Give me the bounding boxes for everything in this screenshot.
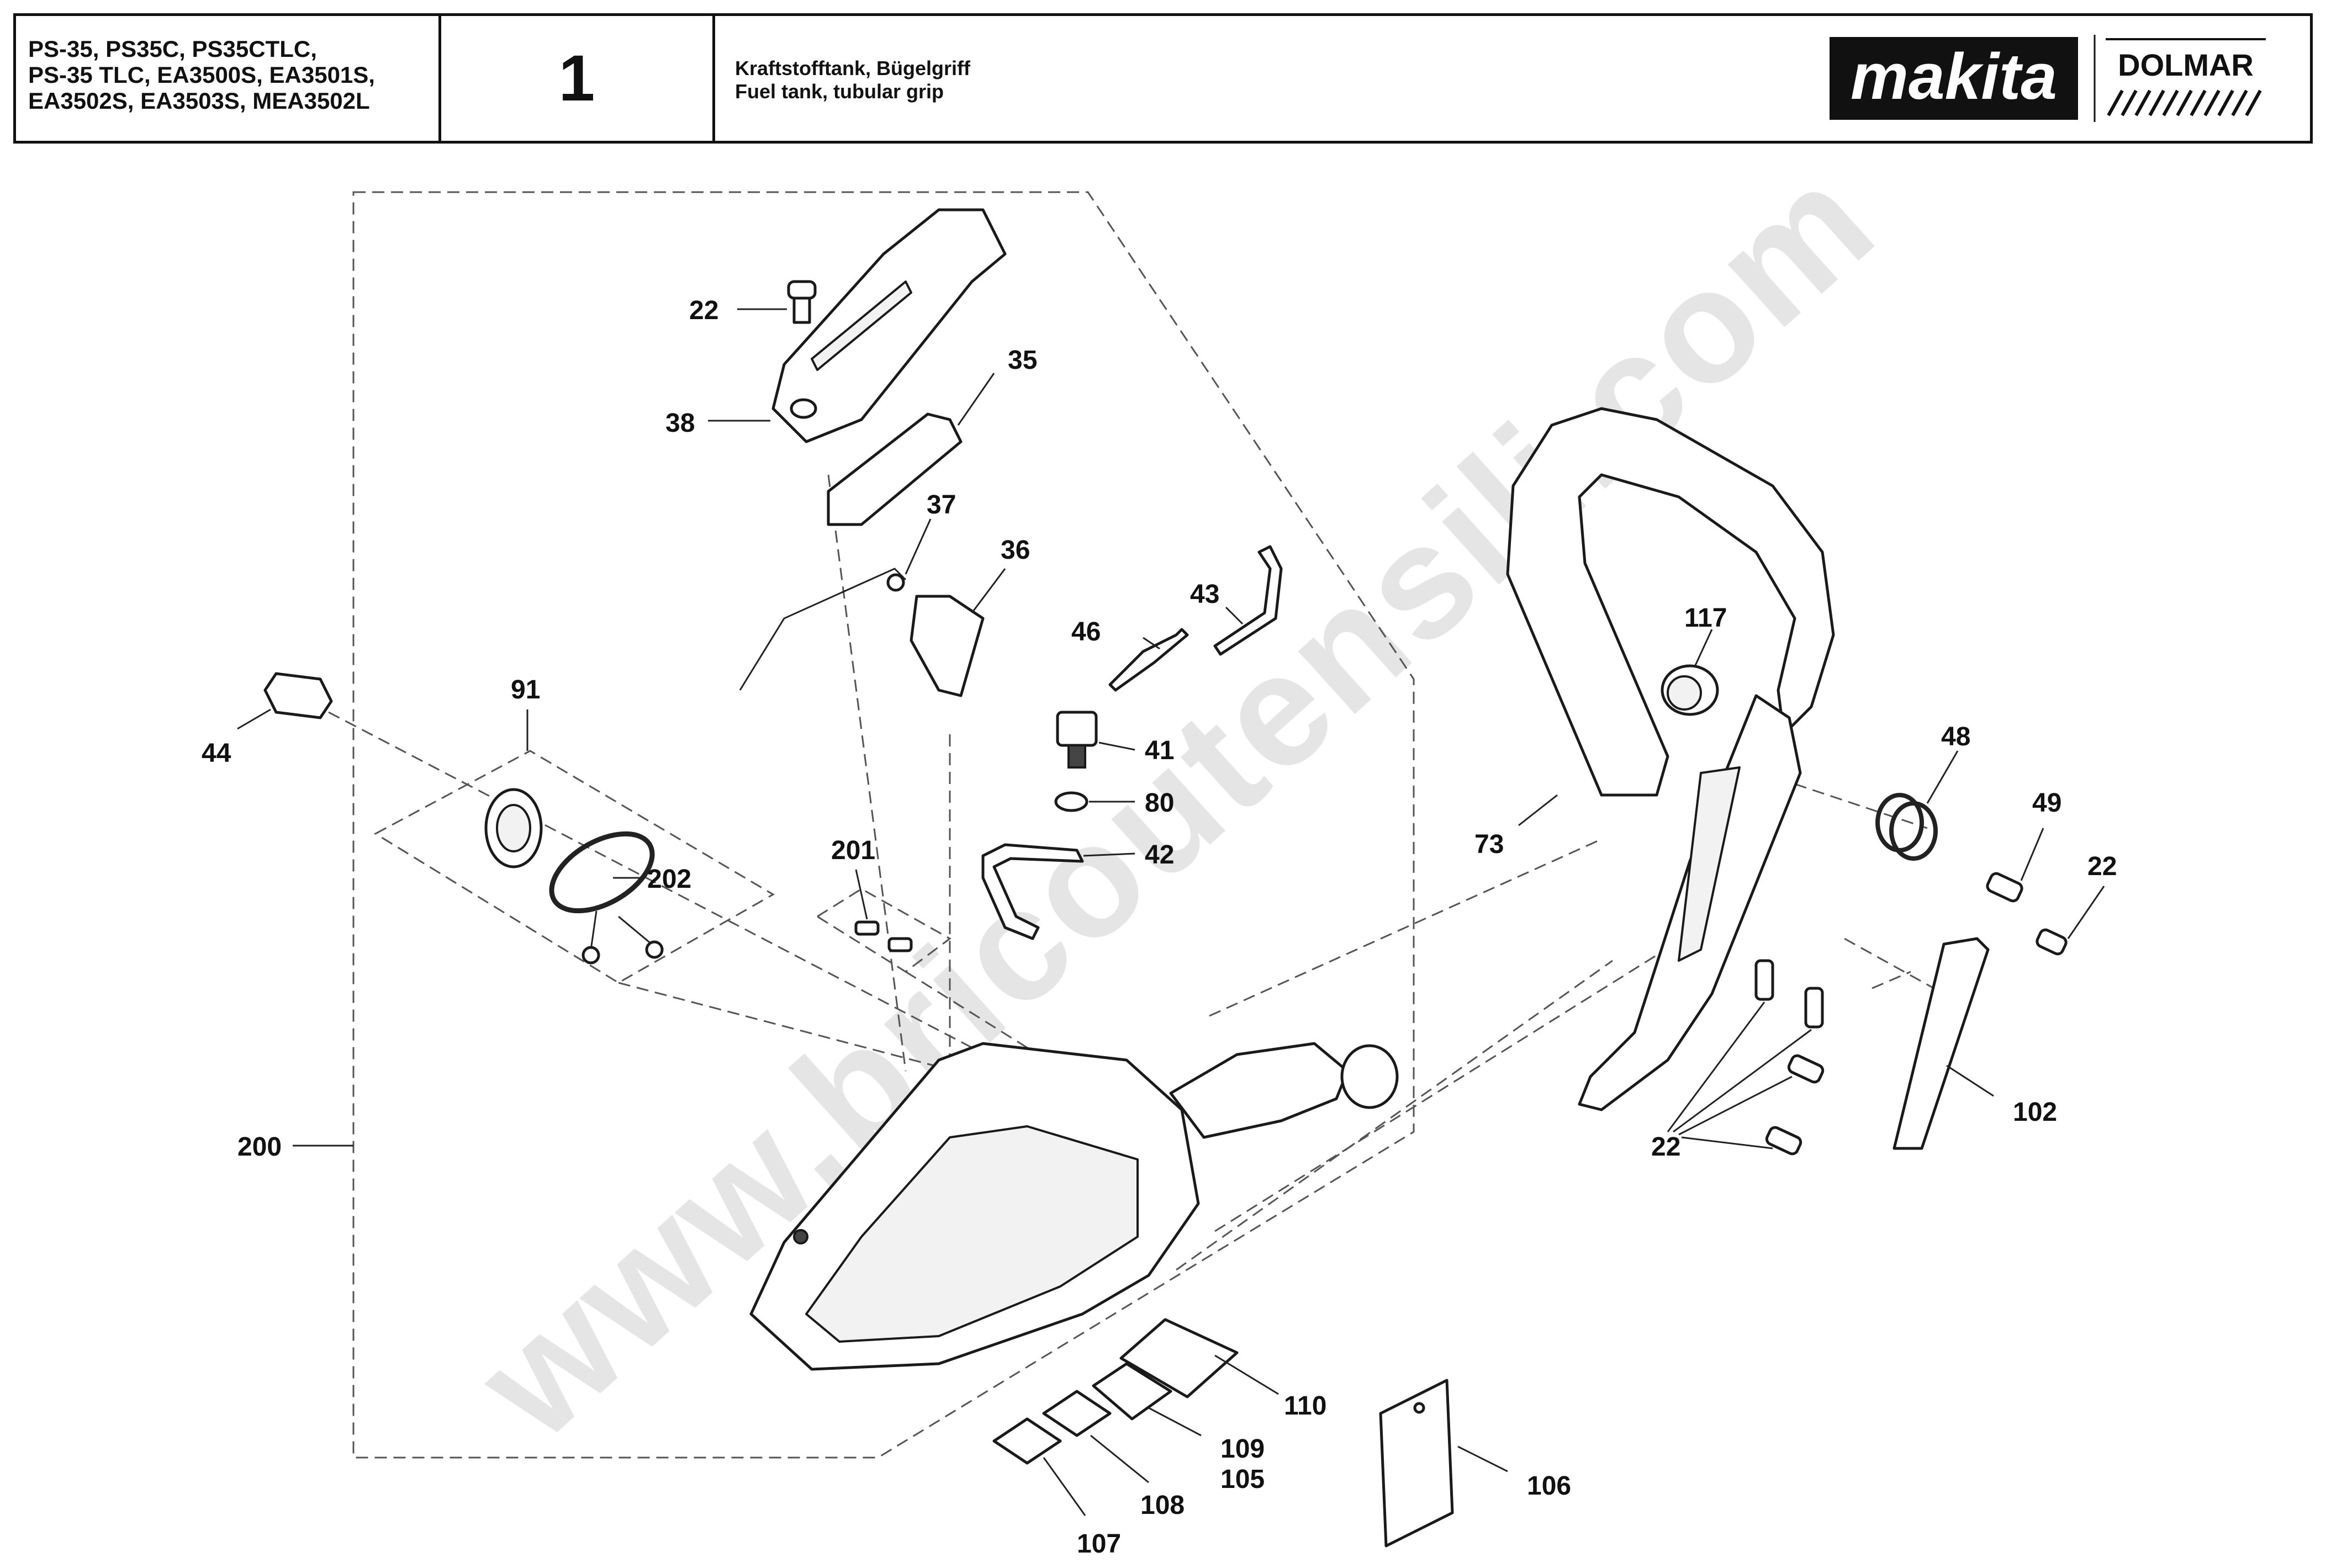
alignment-line — [1209, 838, 1602, 1017]
callout-38: 38 — [665, 409, 695, 438]
model-line: EA3502S, EA3503S, MEA3502L — [28, 88, 370, 114]
model-list: PS-35, PS35C, PS35CTLC, PS-35 TLC, EA350… — [16, 16, 441, 141]
part-102-strip — [1892, 937, 1990, 1150]
model-line: PS-35, PS35C, PS35CTLC, — [28, 36, 317, 62]
callout-49: 49 — [2032, 788, 2061, 818]
assembly-91-outline — [373, 750, 775, 984]
part-110-label — [1119, 1318, 1239, 1399]
callout-37: 37 — [927, 490, 956, 520]
part-91-fuel-cap — [484, 788, 543, 868]
alignment-line — [328, 711, 1039, 1083]
assembly-200-outline — [352, 191, 1415, 1459]
alignment-line — [1872, 971, 1911, 989]
brand-logos: makita DOLMAR — [1830, 35, 2266, 122]
leader-lines — [237, 308, 2105, 1516]
callout-202: 202 — [647, 865, 691, 894]
part-80-o-ring — [1054, 791, 1088, 812]
alignment-line — [1844, 937, 1944, 995]
callout-105: 105 — [1220, 1465, 1265, 1494]
part-42-fuel-hose — [981, 843, 1084, 940]
section-titles: Kraftstofftank, Bügelgriff Fuel tank, tu… — [715, 16, 2310, 141]
part-48-spring — [1875, 793, 1938, 861]
part-49-screw — [1986, 872, 2023, 903]
part-73-tubular-handle — [1506, 407, 1835, 1111]
part-201-screws — [854, 920, 913, 952]
part-22-screws-right — [1754, 928, 2068, 1156]
callout-labels: 22 38 35 37 36 46 43 41 80 42 44 91 202 … — [202, 296, 2117, 1559]
callout-35: 35 — [1008, 346, 1037, 375]
callout-36: 36 — [1001, 536, 1030, 565]
callout-80: 80 — [1145, 788, 1174, 818]
part-38-grip-cover — [771, 208, 1007, 443]
callout-110: 110 — [1284, 1391, 1326, 1421]
callout-22: 22 — [1651, 1132, 1680, 1162]
part-43-hose — [1213, 545, 1283, 656]
part-108-label — [1042, 1390, 1112, 1437]
assembly-201-outline — [816, 888, 951, 973]
part-200-fuel-tank — [749, 1042, 1399, 1371]
page-number: 1 — [441, 16, 715, 141]
alignment-line — [1176, 960, 1613, 1271]
dolmar-logo: DOLMAR — [2106, 38, 2266, 116]
title-english: Fuel tank, tubular grip — [735, 80, 944, 103]
header-bar: PS-35, PS35C, PS35CTLC, PS-35 TLC, EA350… — [13, 13, 2313, 144]
callout-44: 44 — [202, 739, 231, 768]
callout-117: 117 — [1684, 603, 1727, 633]
part-106-tag — [1379, 1379, 1454, 1548]
dolmar-logo-text: DOLMAR — [2118, 47, 2254, 82]
part-202-seal-strainer — [549, 831, 664, 965]
part-109-label — [1092, 1362, 1172, 1421]
part-44-cap — [263, 672, 333, 719]
part-117-bushing — [1661, 664, 1719, 716]
callout-43: 43 — [1190, 580, 1219, 609]
callout-102: 102 — [2013, 1098, 2057, 1127]
alignment-line — [1214, 926, 1701, 1232]
watermark-text: www.bricoutensili.com — [442, 130, 1907, 1474]
callout-201: 201 — [831, 836, 875, 865]
part-35-grip-strip — [827, 412, 963, 526]
makita-logo: makita — [1830, 37, 2078, 120]
part-36-latch — [910, 595, 985, 697]
alignment-line — [1794, 783, 1928, 829]
part-41-valve — [1056, 711, 1098, 769]
alignment-line — [827, 474, 907, 1072]
callout-108: 108 — [1140, 1491, 1185, 1520]
part-37-spring-loop — [886, 573, 905, 592]
callout-42: 42 — [1145, 840, 1174, 870]
callout-109: 109 — [1220, 1434, 1265, 1464]
model-line: PS-35 TLC, EA3500S, EA3501S, — [28, 62, 375, 88]
part-46-hose — [1108, 628, 1189, 692]
callout-73: 73 — [1474, 830, 1504, 859]
callout-41: 41 — [1145, 736, 1174, 765]
title-german: Kraftstofftank, Bügelgriff — [735, 57, 970, 80]
callout-22: 22 — [689, 296, 718, 325]
callout-46: 46 — [1071, 617, 1101, 647]
callout-107: 107 — [1077, 1529, 1121, 1559]
callout-91: 91 — [511, 675, 540, 704]
callout-48: 48 — [1941, 722, 1970, 751]
callout-200: 200 — [237, 1132, 282, 1162]
makita-logo-text: makita — [1851, 40, 2057, 113]
part-22-screw-top — [787, 280, 817, 324]
callout-106: 106 — [1527, 1471, 1571, 1501]
callout-22: 22 — [2087, 852, 2117, 881]
part-37-spring-wire — [739, 568, 907, 691]
part-107-label — [992, 1417, 1062, 1465]
